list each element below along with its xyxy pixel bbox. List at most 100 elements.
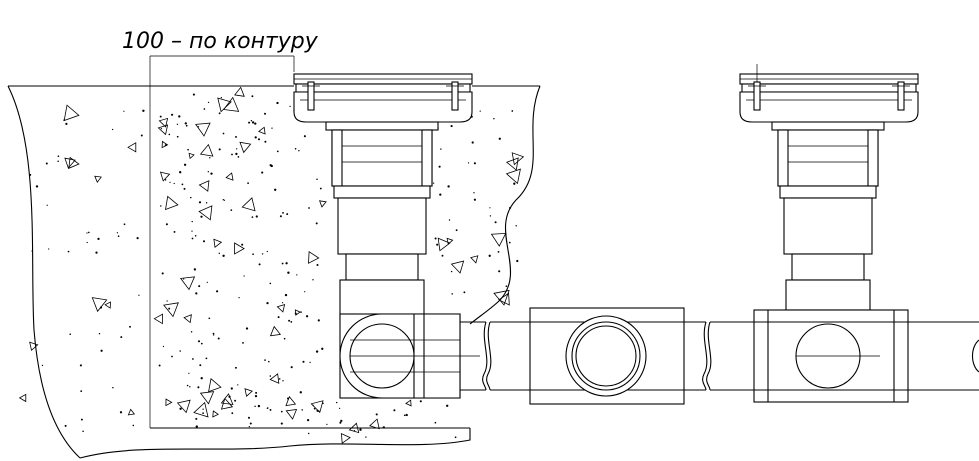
aggregate-dot — [339, 421, 342, 424]
aggregate-dot — [205, 202, 208, 204]
aggregate-dot — [35, 185, 39, 188]
aggregate-dot — [255, 391, 258, 394]
aggregate-dot — [249, 422, 252, 425]
aggregate-dot — [63, 119, 66, 121]
aggregate-triangle — [369, 418, 380, 430]
aggregate-dot — [254, 405, 256, 408]
aggregate-triangle — [239, 141, 252, 154]
aggregate-triangle — [437, 237, 451, 252]
aggregate-dot — [446, 404, 449, 407]
aggregate-dot — [190, 196, 192, 199]
aggregate-dot — [288, 319, 291, 322]
aggregate-dot — [193, 268, 197, 271]
aggregate-dot — [308, 207, 310, 209]
aggregate-dot — [168, 307, 171, 310]
aggregate-dot — [164, 144, 167, 147]
aggregate-triangle — [165, 398, 173, 407]
aggregate-dot — [173, 230, 176, 233]
aggregate-triangle — [199, 143, 214, 157]
aggregate-dot — [296, 274, 298, 276]
aggregate-dot — [254, 136, 257, 139]
aggregate-dot — [189, 386, 191, 388]
aggregate-dot — [439, 193, 442, 196]
aggregate-dot — [207, 101, 210, 104]
aggregate-dot — [241, 243, 244, 246]
aggregate-dot — [164, 179, 167, 181]
aggregate-dot — [171, 113, 174, 116]
aggregate-dot — [281, 262, 284, 265]
aggregate-dot — [160, 205, 162, 207]
aggregate-dot — [276, 150, 279, 153]
aggregate-dot — [278, 378, 281, 380]
aggregate-dot — [450, 125, 453, 128]
aggregate-dot — [98, 332, 101, 335]
aggregate-dot — [178, 115, 181, 118]
aggregate-dot — [263, 112, 267, 115]
aggregate-triangle — [241, 197, 256, 212]
aggregate-dot — [264, 140, 267, 143]
aggregate-dot — [268, 360, 270, 363]
aggregate-triangle — [285, 395, 297, 407]
aggregate-dot — [237, 156, 240, 158]
aggregate-dot — [451, 293, 453, 295]
aggregate-dot — [202, 412, 204, 414]
aggregate-dot — [266, 250, 268, 253]
aggregate-dot — [198, 201, 202, 204]
aggregate-dot — [203, 108, 206, 110]
aggregate-dot — [248, 425, 250, 428]
aggregate-dot — [254, 122, 257, 125]
aggregate-dot — [274, 188, 277, 191]
aggregate-triangle — [158, 117, 169, 128]
aggregate-dot — [251, 216, 254, 218]
aggregate-triangle — [244, 388, 253, 397]
aggregate-dot — [208, 317, 211, 320]
aggregate-dot — [473, 162, 476, 165]
aggregate-dot — [303, 135, 306, 138]
aggregate-dot — [276, 101, 279, 105]
aggregate-dot — [200, 377, 203, 380]
aggregate-dot — [200, 215, 203, 218]
aggregate-triangle — [294, 309, 301, 316]
aggregate-dot — [434, 237, 437, 240]
aggregate-dot — [184, 122, 187, 125]
aggregate-dot — [202, 240, 206, 243]
aggregate-dot — [511, 110, 514, 112]
aggregate-dot — [223, 199, 226, 201]
aggregate-triangle — [188, 152, 195, 160]
aggregate-dot — [302, 360, 305, 363]
aggregate-triangle — [212, 410, 220, 418]
aggregate-dot — [242, 341, 244, 344]
aggregate-dot — [171, 355, 173, 358]
aggregate-dot — [280, 410, 283, 413]
aggregate-triangle — [310, 400, 324, 414]
aggregate-dot — [231, 412, 234, 415]
aggregate-triangle — [222, 96, 240, 112]
aggregate-dot — [117, 235, 120, 238]
aggregate-dot — [257, 138, 261, 141]
aggregate-dot — [236, 148, 238, 150]
aggregate-triangle — [234, 242, 245, 255]
aggregate-triangle — [161, 140, 169, 149]
aggregate-dot — [375, 413, 378, 416]
aggregate-dot — [467, 162, 470, 164]
aggregate-dot — [165, 223, 168, 226]
aggregate-dot — [319, 187, 322, 190]
aggregate-dot — [111, 128, 114, 131]
dimension-lines — [149, 55, 295, 428]
aggregate-dot — [277, 316, 280, 319]
aggregate-dot — [454, 436, 457, 439]
concrete-stipple — [18, 86, 525, 444]
aggregate-dot — [218, 148, 221, 151]
aggregate-dot — [497, 250, 500, 253]
aggregate-dot — [192, 358, 194, 360]
aggregate-triangle — [153, 313, 164, 325]
aggregate-dot — [169, 181, 171, 183]
aggregate-triangle — [183, 314, 192, 324]
aggregate-dot — [440, 148, 442, 150]
aggregate-dot — [455, 229, 458, 232]
aggregate-triangle — [198, 205, 213, 221]
aggregate-dot — [64, 424, 67, 427]
aggregate-triangle — [498, 292, 510, 306]
aggregate-dot — [305, 315, 309, 318]
